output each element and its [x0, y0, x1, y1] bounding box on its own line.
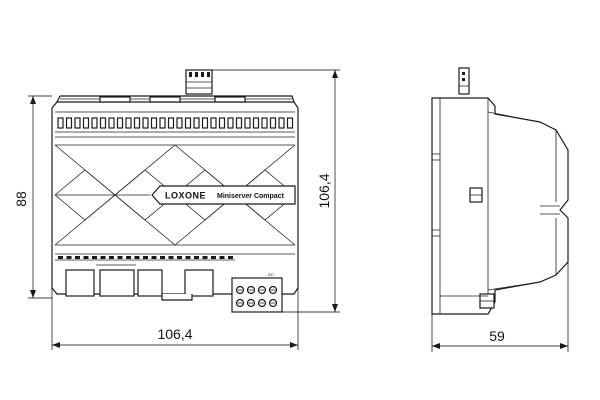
- dim-depth-59: 59: [489, 328, 505, 344]
- terminal-slot: [218, 117, 226, 129]
- terminal-slot: [219, 256, 225, 259]
- terminal-slot: [235, 117, 243, 129]
- terminal-slot: [142, 117, 149, 129]
- side-dimensions: 59: [431, 262, 569, 352]
- side-view: [431, 67, 569, 315]
- terminal-slot: [228, 256, 233, 259]
- terminal-slot: [202, 256, 208, 259]
- terminal-slot: [92, 256, 97, 259]
- terminal-slot: [150, 117, 158, 129]
- dc-label: DC: [268, 272, 274, 277]
- terminal-slot: [116, 117, 124, 129]
- terminal-slot: [108, 117, 115, 129]
- terminal-slot: [75, 256, 80, 259]
- terminal-slot: [74, 117, 81, 129]
- terminal-slot: [201, 117, 209, 129]
- terminal-slot: [143, 256, 148, 259]
- terminal-slot: [227, 117, 234, 129]
- terminal-slot: [57, 117, 64, 129]
- terminal-slot: [194, 256, 199, 259]
- terminal-slot: [58, 256, 63, 259]
- terminal-slot: [109, 256, 114, 259]
- terminal-slot: [211, 256, 216, 259]
- terminal-slot: [167, 117, 175, 129]
- terminal-slot: [100, 256, 106, 259]
- terminal-slot: [244, 117, 251, 129]
- terminal-slot: [66, 256, 72, 259]
- dim-height-106-4: 106,4: [316, 173, 332, 208]
- top-terminal-strip: [55, 111, 295, 138]
- terminal-slot: [134, 256, 140, 259]
- terminal-slot: [151, 256, 157, 259]
- terminal-slot: [286, 117, 294, 129]
- product-label: Miniserver Compact: [217, 193, 285, 200]
- terminal-slot: [210, 117, 217, 129]
- terminal-slot: [125, 117, 132, 129]
- terminal-slot: [65, 117, 73, 129]
- terminal-slot: [269, 117, 277, 129]
- terminal-slot: [83, 256, 89, 259]
- front-view: LOXONE Miniserver Compact DC: [51, 69, 299, 313]
- terminal-slot: [160, 256, 165, 259]
- front-cover-pattern: LOXONE Miniserver Compact: [54, 144, 296, 246]
- terminal-slot: [176, 117, 183, 129]
- terminal-slot: [278, 117, 285, 129]
- terminal-slot: [133, 117, 141, 129]
- dim-height-88: 88: [13, 191, 29, 207]
- bottom-terminal-strip: DC: [55, 253, 295, 313]
- terminal-slot: [117, 256, 123, 259]
- front-dimensions: 88 106,4 106,4: [13, 69, 340, 350]
- top-connector: [185, 69, 213, 95]
- terminal-slot: [261, 117, 268, 129]
- dim-width-106-4: 106,4: [157, 326, 192, 342]
- terminal-slot: [91, 117, 98, 129]
- terminal-slot: [185, 256, 191, 259]
- terminal-slot: [193, 117, 200, 129]
- terminal-slot: [252, 117, 260, 129]
- terminal-slot: [177, 256, 182, 259]
- terminal-slot: [126, 256, 131, 259]
- terminal-slot: [159, 117, 166, 129]
- terminal-slot: [184, 117, 192, 129]
- brand-label: LOXONE: [165, 191, 206, 201]
- terminal-slot: [99, 117, 107, 129]
- terminal-slot: [82, 117, 90, 129]
- terminal-slot: [168, 256, 174, 259]
